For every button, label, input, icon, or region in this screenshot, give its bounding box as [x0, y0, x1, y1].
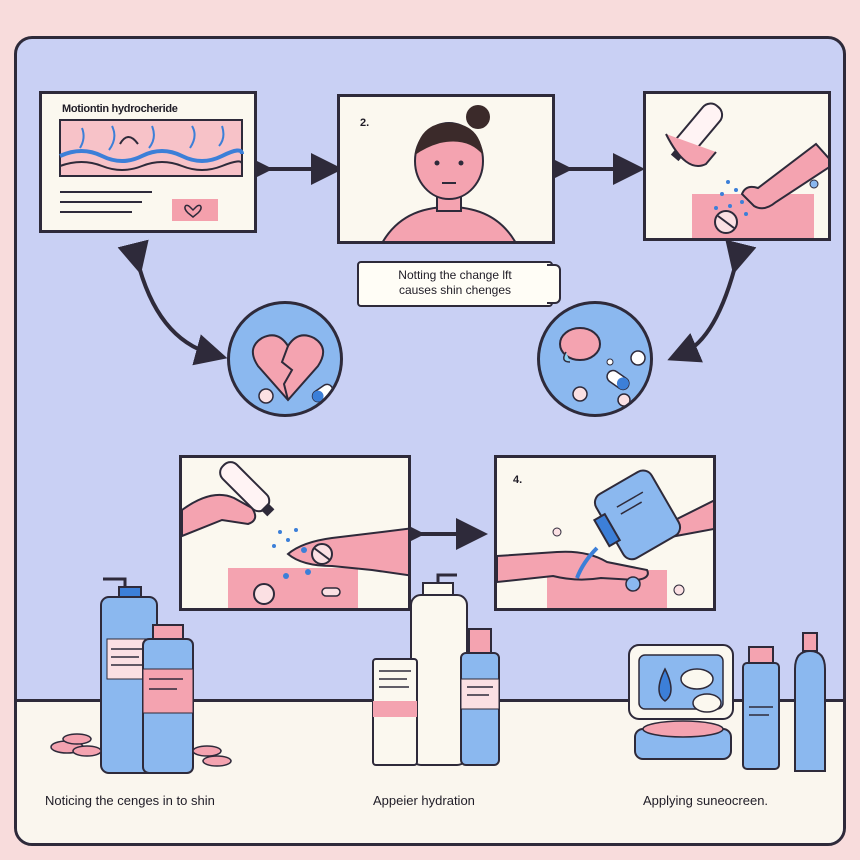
- flow-arrows: [117, 153, 757, 550]
- callout-line-1: Notting the change lft: [398, 268, 512, 282]
- caption-noticing-changes: Noticing the cenges in to shin: [45, 793, 215, 808]
- callout-line-2: causes shin chenges: [398, 283, 512, 297]
- diagram-board: Motiontin hydrocheride 2.: [14, 36, 846, 846]
- panel-pouring-lotion: 4.: [494, 455, 716, 611]
- product-group-middle: [372, 573, 500, 766]
- circle-pills: [537, 301, 653, 417]
- callout-box: Notting the change lft causes shin cheng…: [357, 261, 553, 307]
- callout-tab: [547, 264, 561, 304]
- circle-broken-heart: [227, 301, 343, 417]
- panel-medication-info: Motiontin hydrocheride: [39, 91, 257, 233]
- panel-number: 2.: [360, 117, 370, 129]
- caption-sunscreen: Applying suneocreen.: [643, 793, 769, 808]
- arrow-panel3-circle-right: [667, 239, 757, 363]
- product-group-left: [50, 577, 232, 774]
- panel-title: Motiontin hydrocheride: [62, 103, 178, 115]
- products-illustration: [50, 573, 826, 774]
- panel-person: 2.: [337, 94, 555, 244]
- panel-applying-drops: [179, 455, 411, 611]
- product-group-right: [628, 632, 826, 772]
- panel-spray-treatment: [643, 91, 831, 241]
- caption-hydration: Appeier hydration: [373, 793, 475, 808]
- arrow-panel1-circle-left: [117, 239, 228, 366]
- panel-number: 4.: [513, 474, 523, 486]
